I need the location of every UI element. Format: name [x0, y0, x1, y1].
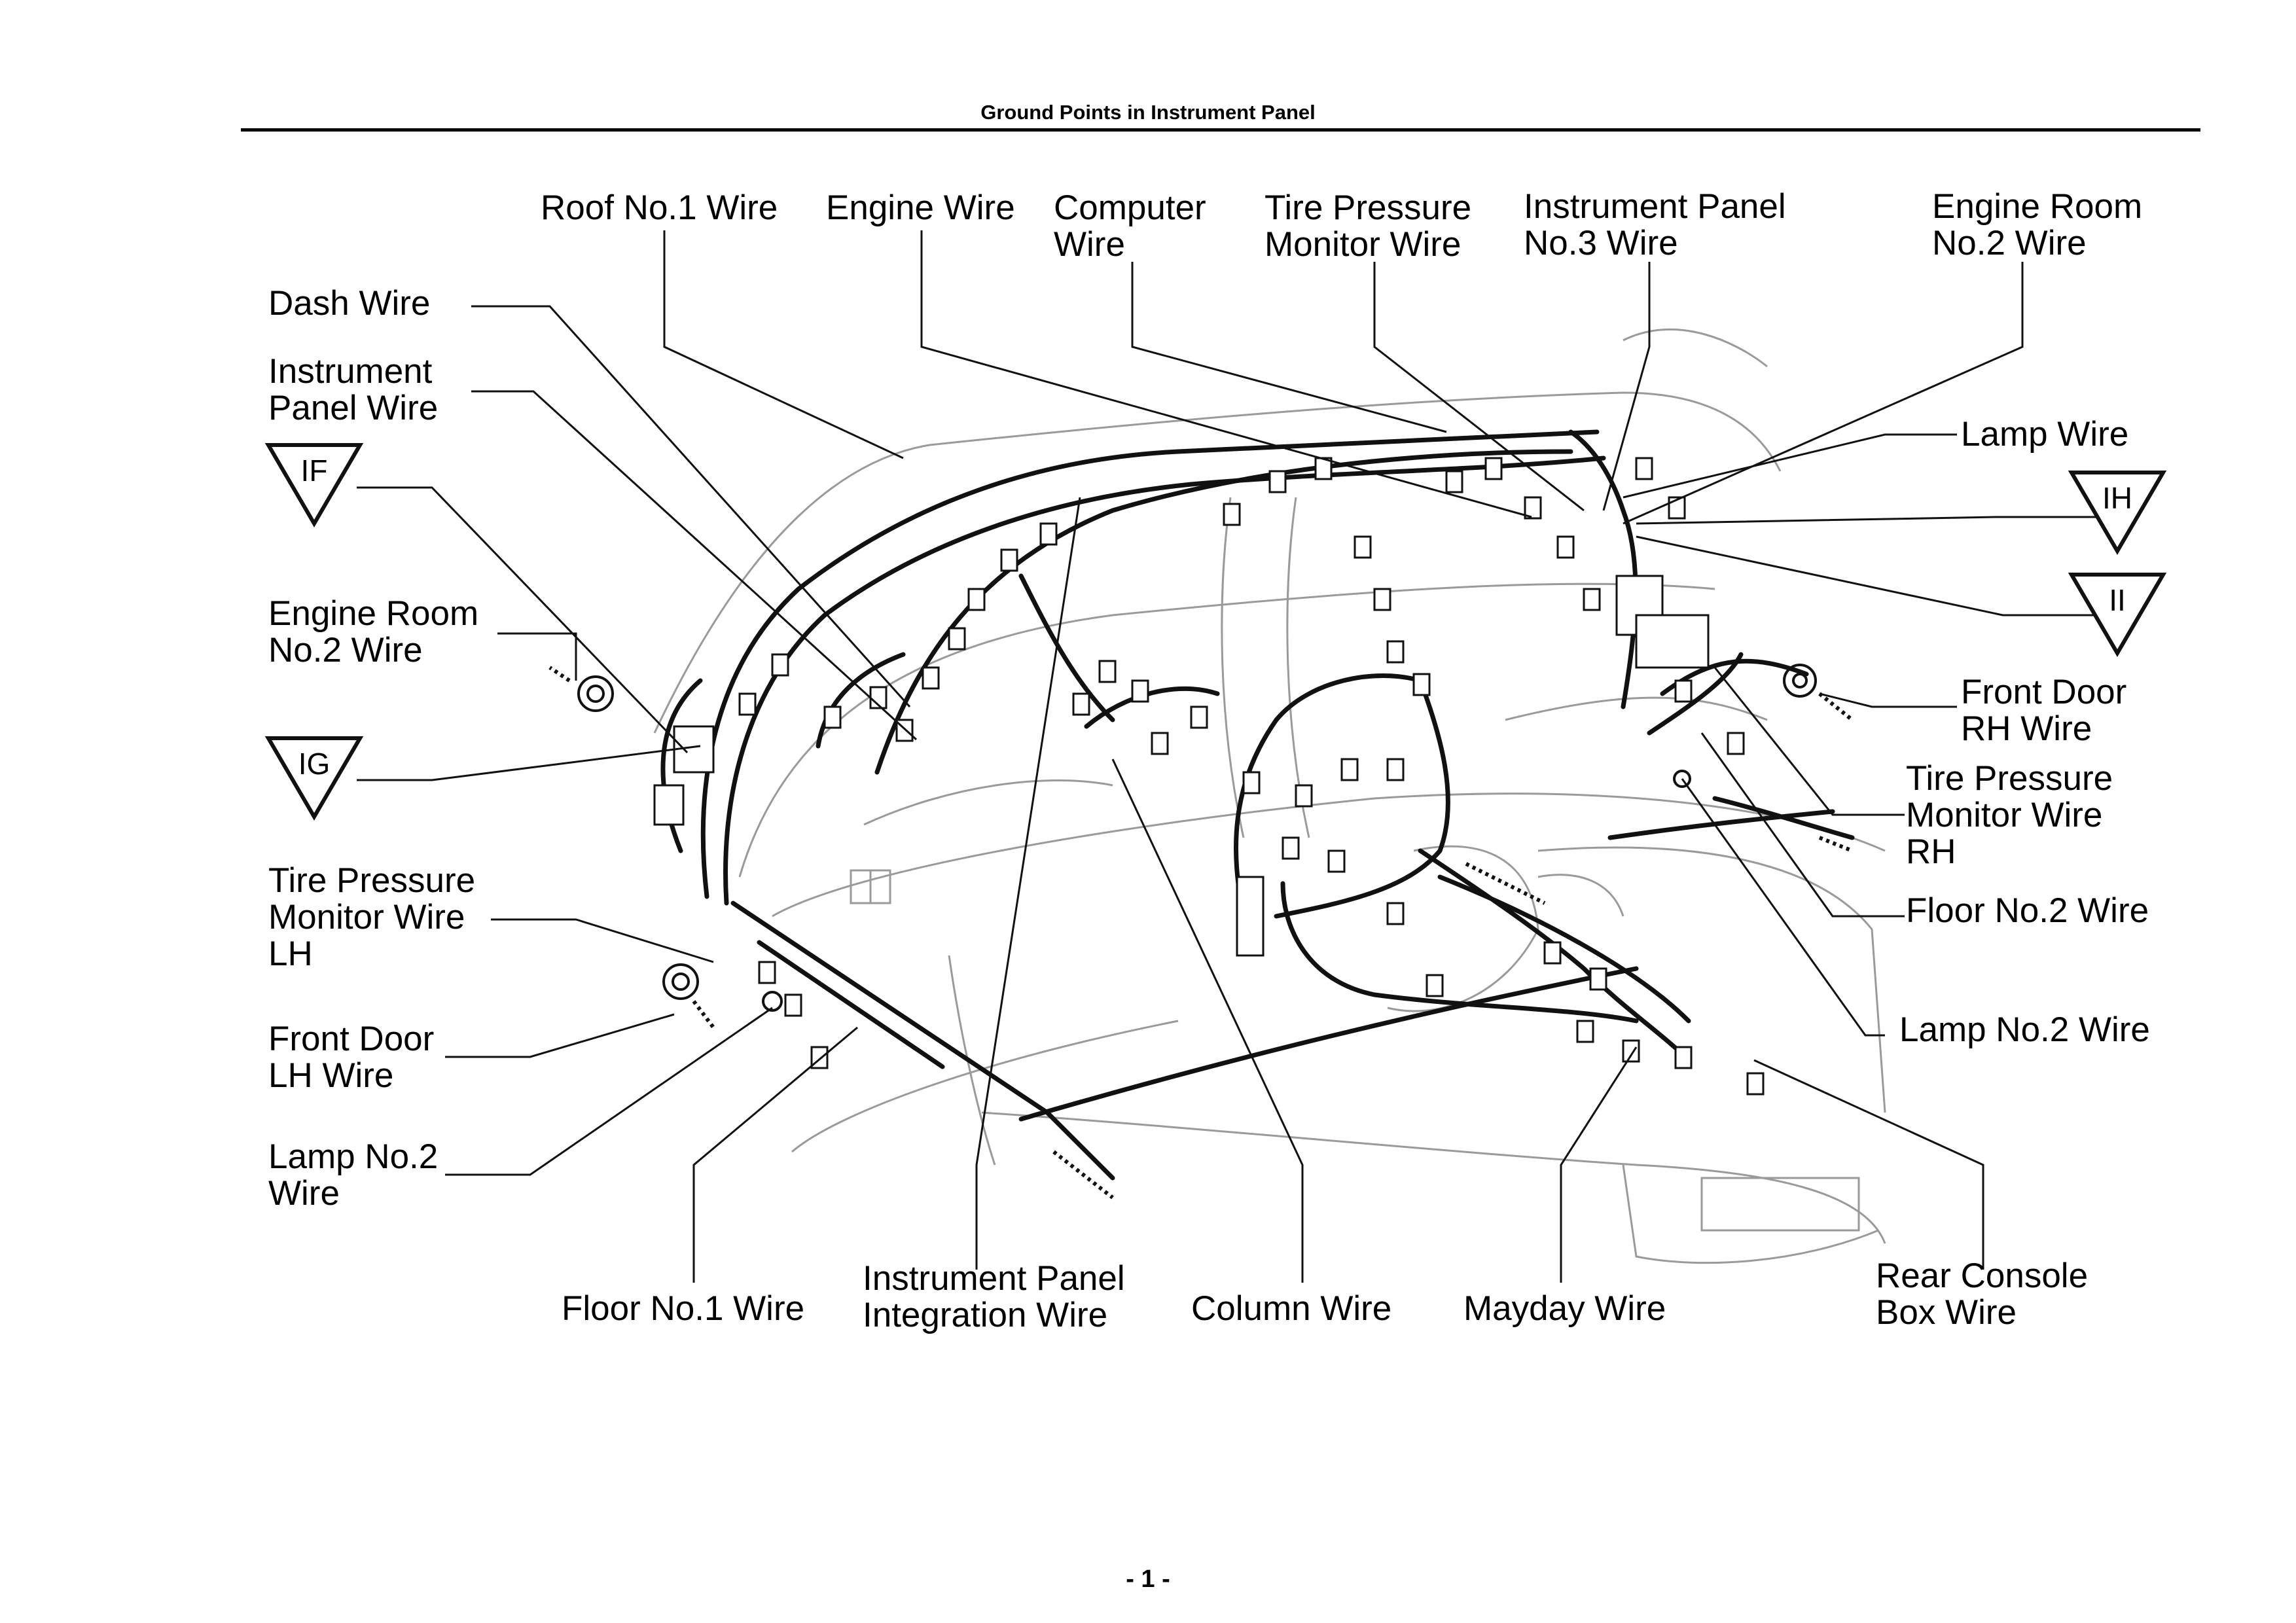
- grommets: [577, 664, 1817, 1012]
- label-engine-wire: Engine Wire: [826, 188, 1015, 227]
- page-title: Ground Points in Instrument Panel: [980, 101, 1316, 124]
- label-lamp-no2-wire-left: Lamp No.2 Wire: [268, 1137, 439, 1213]
- connectors: [653, 457, 1765, 1096]
- label-rear-console-box-wire: Rear Console Box Wire: [1876, 1257, 2089, 1332]
- label-front-door-lh-wire: Front Door LH Wire: [268, 1020, 435, 1095]
- header-rule: [241, 128, 2200, 132]
- label-column-wire: Column Wire: [1191, 1289, 1392, 1328]
- ground-point-ig-symbol: [264, 736, 364, 821]
- label-engine-room-no2-wire-right: Engine Room No.2 Wire: [1932, 187, 2143, 262]
- vehicle-outline: [653, 328, 1886, 1264]
- terminal-ends: [548, 666, 1854, 1200]
- ground-point-if-symbol: [264, 443, 364, 527]
- label-floor-no2-wire: Floor No.2 Wire: [1906, 891, 2149, 930]
- label-roof-no1-wire: Roof No.1 Wire: [541, 188, 778, 227]
- label-computer-wire: Computer Wire: [1054, 188, 1206, 264]
- ground-point-ih: IH: [2102, 481, 2132, 515]
- label-instrument-panel-integration-wire: Instrument Panel Integration Wire: [863, 1259, 1125, 1334]
- label-floor-no1-wire: Floor No.1 Wire: [562, 1289, 805, 1328]
- page-number: - 1 -: [1126, 1565, 1170, 1593]
- label-instrument-panel-no3-wire: Instrument Panel No.3 Wire: [1524, 187, 1786, 262]
- label-engine-room-no2-wire-left: Engine Room No.2 Wire: [268, 594, 479, 669]
- ground-point-ii: II: [2109, 583, 2126, 617]
- label-tire-pressure-monitor-wire-rh: Tire Pressure Monitor Wire RH: [1906, 759, 2113, 871]
- label-mayday-wire: Mayday Wire: [1463, 1289, 1666, 1328]
- ground-point-if: IF: [300, 454, 328, 488]
- label-tire-pressure-monitor-wire-lh: Tire Pressure Monitor Wire LH: [268, 861, 476, 973]
- label-lamp-wire: Lamp Wire: [1961, 415, 2129, 454]
- label-dash-wire: Dash Wire: [268, 284, 431, 323]
- label-front-door-rh-wire: Front Door RH Wire: [1961, 673, 2127, 748]
- wire-harness: [660, 429, 1855, 1181]
- ground-point-ig: IG: [298, 747, 331, 781]
- label-tire-pressure-monitor-wire: Tire Pressure Monitor Wire: [1265, 188, 1472, 264]
- ground-point-ii-symbol: [2068, 573, 2167, 657]
- ground-point-ih-symbol: [2068, 471, 2167, 555]
- label-lamp-no2-wire-right: Lamp No.2 Wire: [1899, 1010, 2150, 1049]
- label-instrument-panel-wire: Instrument Panel Wire: [268, 352, 439, 427]
- leader-lines: [357, 230, 2111, 1283]
